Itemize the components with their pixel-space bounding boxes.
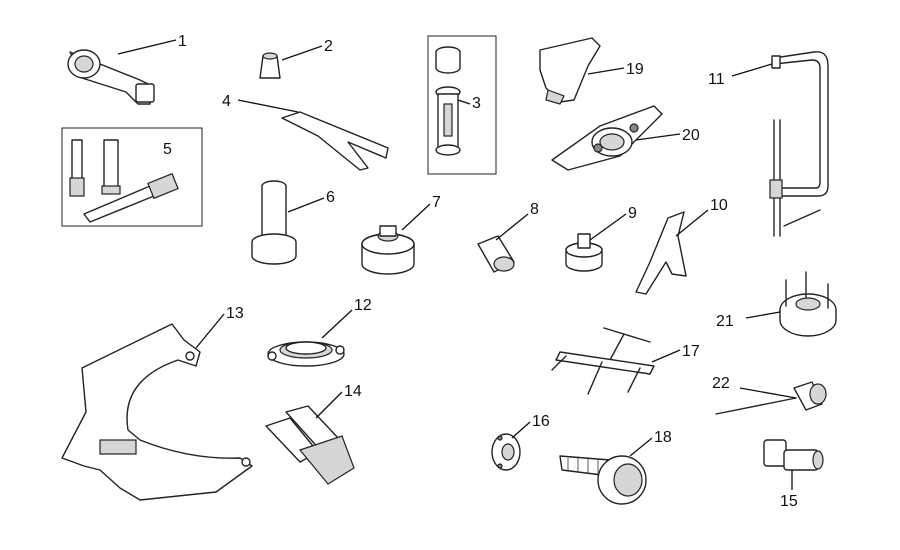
callout-12: 12 [354, 297, 372, 314]
callout-11: 11 [708, 71, 725, 88]
part-22-rod-hub: 22 [712, 375, 827, 415]
callout-3: 3 [472, 95, 481, 112]
part-7-puller-hub: 7 [361, 194, 441, 275]
callout-17: 17 [682, 343, 700, 360]
callout-6: 6 [326, 189, 335, 206]
callout-14: 14 [344, 383, 362, 400]
callout-19: 19 [626, 61, 644, 78]
callout-16: 16 [532, 413, 550, 430]
callout-1: 1 [178, 33, 187, 50]
callout-2: 2 [324, 38, 333, 55]
callout-10: 10 [710, 197, 728, 214]
callout-20: 20 [682, 127, 700, 144]
part-3-bushing-set: 3 [427, 35, 497, 175]
part-20-holding-plate: 20 [551, 105, 700, 171]
part-12-gasket-ring: 12 [267, 297, 372, 367]
callout-8: 8 [530, 201, 539, 218]
part-3-frame [427, 35, 497, 175]
part-17-t-handle-puller: 17 [551, 327, 700, 395]
part-18-knurled-handle: 18 [559, 429, 672, 505]
callout-4: 4 [222, 93, 231, 110]
callout-5: 5 [163, 141, 172, 158]
part-5-drift-pins: 5 [61, 127, 203, 227]
callout-22: 22 [712, 375, 730, 392]
part-14-extractor: 14 [265, 383, 362, 485]
part-16-flanged-disc: 16 [491, 413, 550, 471]
part-4-forked-blade: 4 [222, 93, 389, 171]
part-10-toothed-lever: 10 [635, 197, 728, 295]
callout-18: 18 [654, 429, 672, 446]
part-21-stand-fixture: 21 [716, 271, 837, 337]
part-1-lever-tool: 1 [67, 33, 187, 105]
callout-13: 13 [226, 305, 244, 322]
part-9-hub-post: 9 [565, 205, 637, 272]
callout-7: 7 [432, 194, 441, 211]
callout-9: 9 [628, 205, 637, 222]
callout-15: 15 [780, 493, 798, 510]
part-11-c-clamp: 11 [708, 51, 829, 237]
part-8-sleeve: 8 [477, 201, 539, 273]
part-19-strap-band: 19 [539, 37, 644, 105]
part-15-threaded-adapter: 15 [763, 439, 824, 510]
part-13-support-bracket: 13 [61, 305, 253, 501]
part-6-cylinder-punch: 6 [251, 180, 335, 265]
callout-21: 21 [716, 313, 734, 330]
part-5-frame [61, 127, 203, 227]
part-2-small-cap: 2 [259, 38, 333, 79]
